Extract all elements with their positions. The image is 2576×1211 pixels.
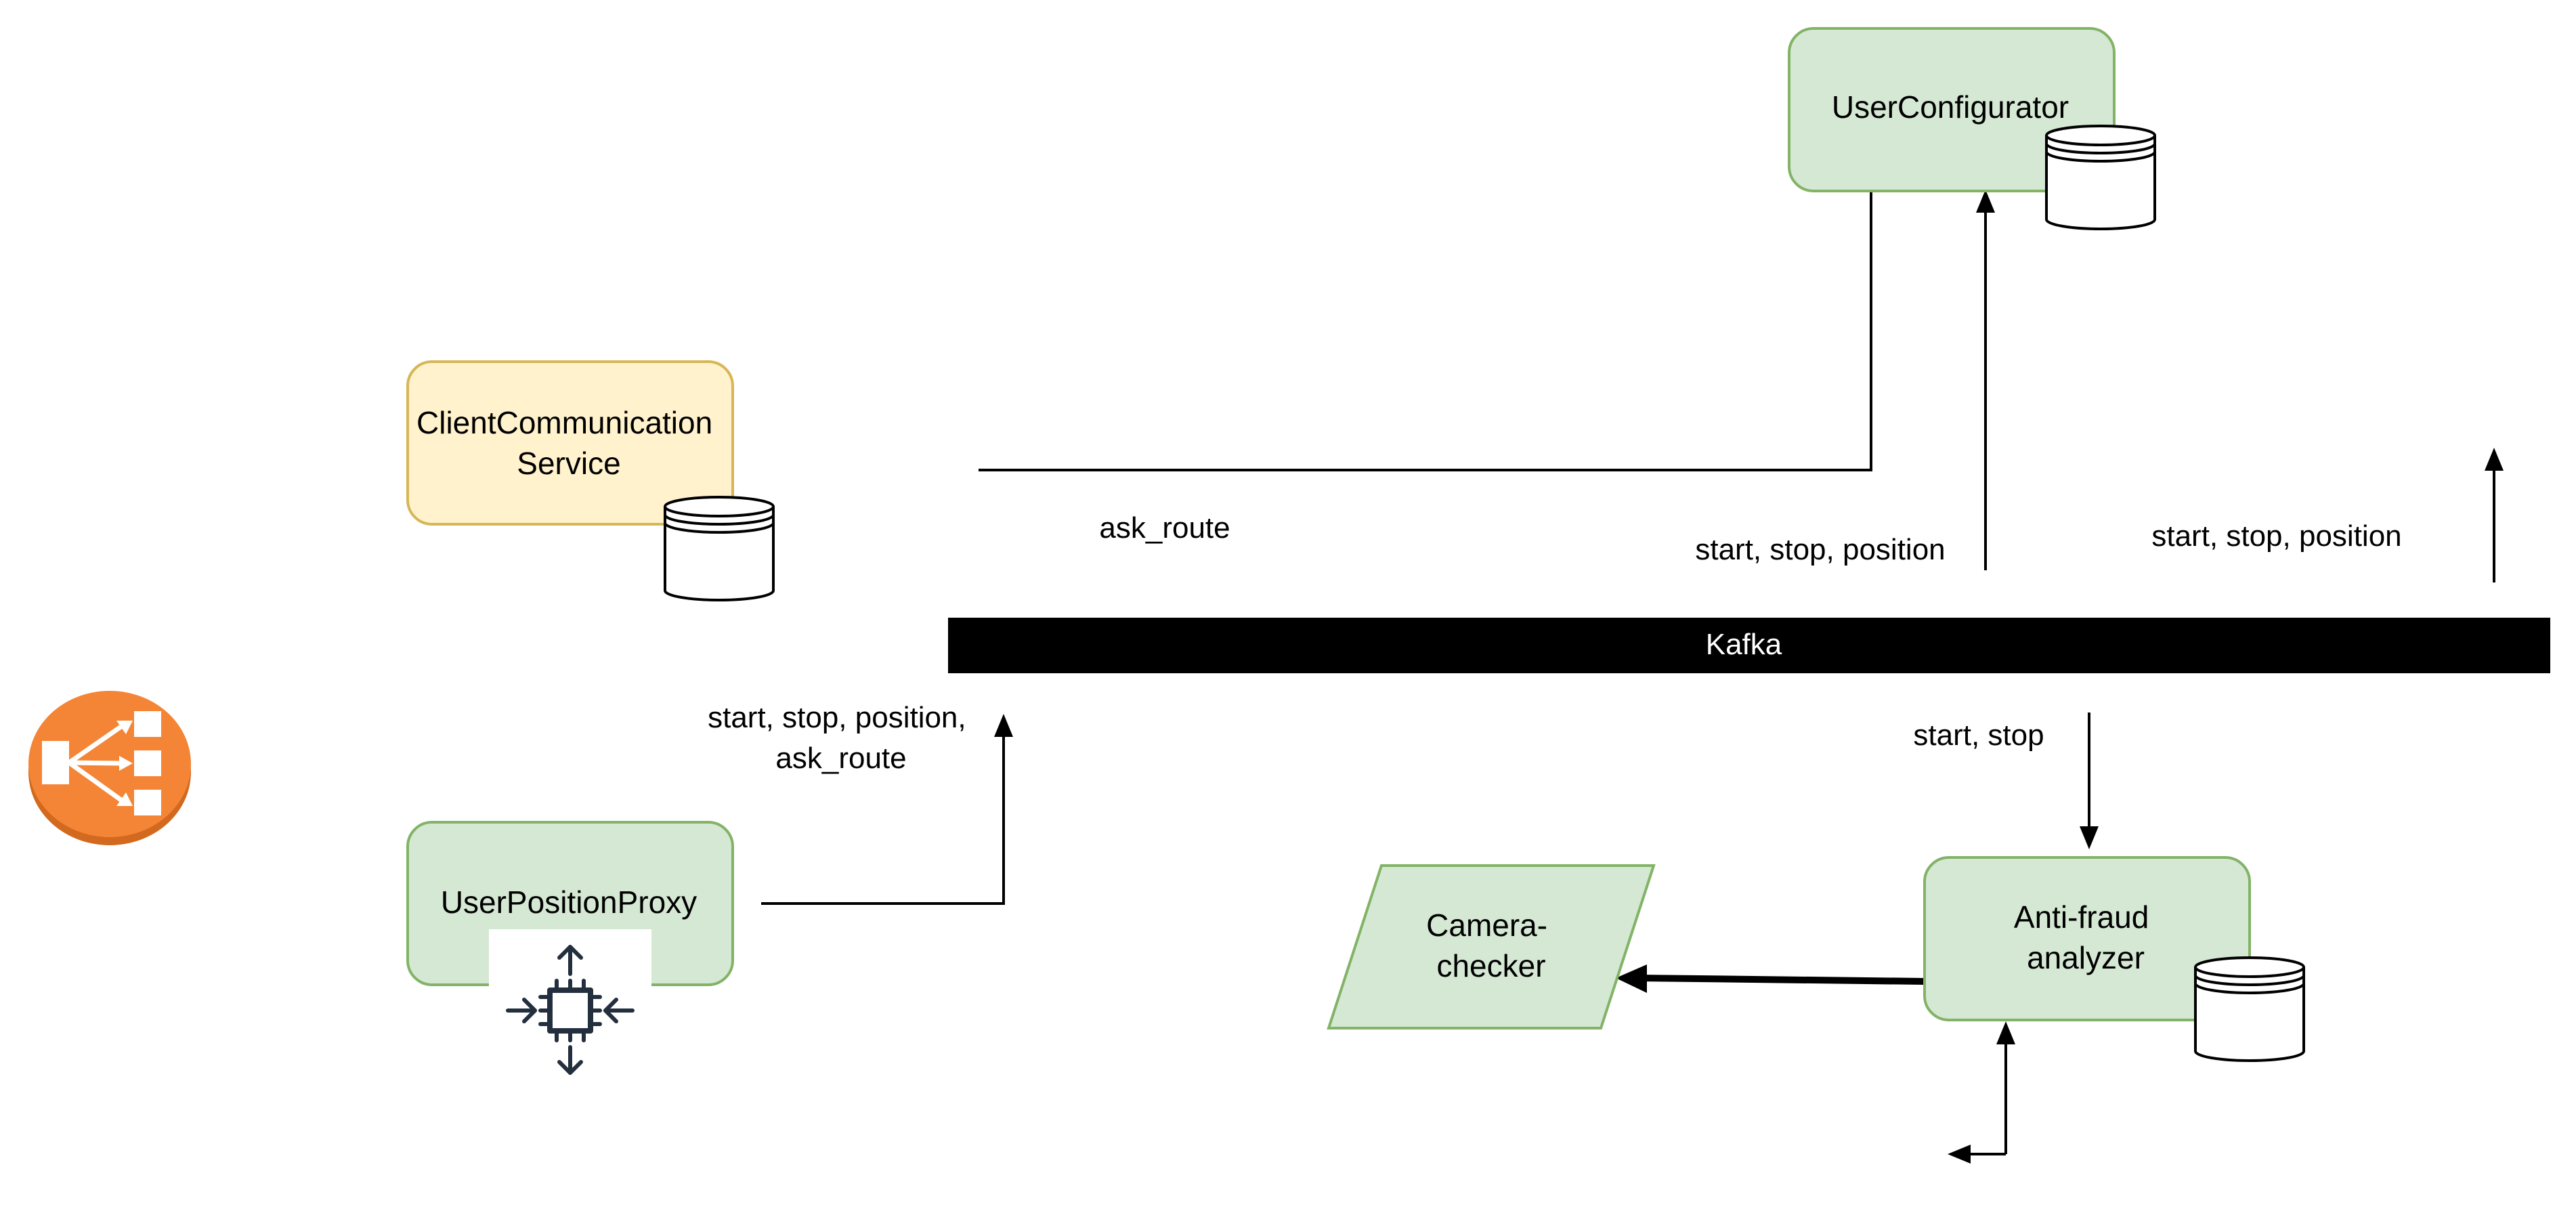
user-configurator-box[interactable] [1788, 27, 2116, 192]
anti-fraud-analyzer-box[interactable] [1923, 856, 2251, 1021]
connector-client-to-configurator [979, 191, 1872, 471]
arrowhead-right-out [2485, 448, 2504, 471]
client-communication-label-line1: ClientCommunication [416, 405, 712, 440]
edge-label-ask-route: ask_route [1099, 511, 1230, 545]
edge-label-proxy-out: start, stop, position, ask_route [708, 701, 974, 775]
anti-fraud-label-line2: analyzer [2027, 940, 2145, 975]
arrowhead-antifraud-bottom [1996, 1021, 2015, 1044]
edge-label-anti-fraud-in: start, stop [1913, 719, 2044, 752]
auto-scaling-icon [489, 929, 651, 1075]
arrowhead-configurator [1976, 190, 1995, 213]
client-communication-label-line2: Service [517, 446, 620, 481]
edge-label-proxy-out-line2: ask_route [775, 742, 906, 775]
client-communication-box[interactable] [406, 360, 734, 526]
edge-label-right-out: start, stop, position [2151, 519, 2401, 553]
arrowhead-proxy-to-kafka [994, 714, 1013, 737]
user-configurator-label: UserConfigurator [1832, 89, 2069, 125]
anti-fraud-label-line1: Anti-fraud [2014, 899, 2149, 935]
camera-checker-label-line2: checker [1436, 948, 1545, 983]
connector-antifraud-to-camera [1638, 975, 1925, 985]
arrowhead-camera [1616, 964, 1647, 993]
database-icon [664, 496, 775, 601]
user-position-proxy-label: UserPositionProxy [441, 885, 697, 920]
kafka-bar[interactable] [948, 618, 2550, 673]
arrowhead-antifraud-in [2080, 826, 2099, 849]
load-balancer-icon[interactable] [28, 691, 191, 845]
arrowhead-bottom-left [1948, 1145, 1971, 1164]
client-communication-label: ClientCommunication Service [416, 405, 721, 481]
connector-proxy-to-kafka [761, 727, 1005, 905]
database-icon [2194, 956, 2305, 1062]
database-icon [2045, 125, 2156, 230]
camera-checker-label: Camera- checker [1426, 908, 1556, 983]
kafka-label: Kafka [1706, 628, 1782, 661]
edge-label-configurator-in: start, stop, position [1695, 533, 1945, 566]
anti-fraud-analyzer-label: Anti-fraud analyzer [2014, 899, 2158, 975]
camera-checker-shape[interactable] [1327, 864, 1656, 1029]
edge-label-proxy-out-line1: start, stop, position, [708, 701, 966, 734]
camera-checker-label-line1: Camera- [1426, 908, 1547, 943]
